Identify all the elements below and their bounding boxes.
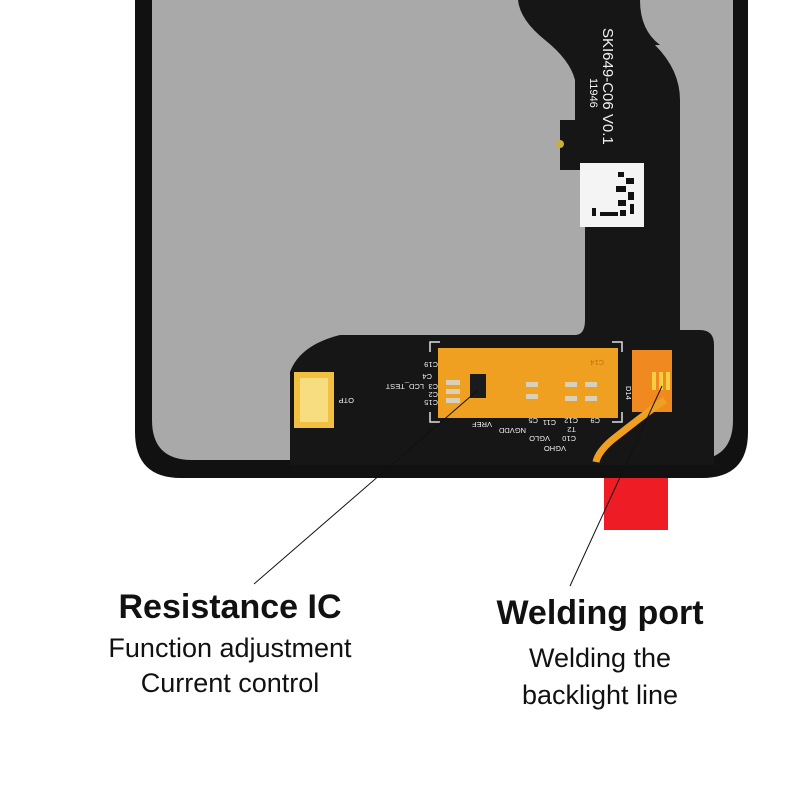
silk-ngvdd: NGVDD (498, 426, 526, 435)
welding-port-title: Welding port (496, 594, 704, 632)
silk-vglo: VGLO (529, 434, 550, 443)
barcode-label (580, 163, 644, 227)
silk-c19: C19 (424, 360, 438, 369)
backlight-flex-line (592, 397, 667, 463)
welding-port-pins (652, 372, 670, 390)
resistance-ic-line-2: Current control (140, 668, 320, 698)
silk-c3: C3 (428, 382, 438, 391)
flex-part-number: SKI649-C06 V0.1 (599, 28, 616, 145)
silk-lcd-test: LCD_TEST (385, 382, 424, 391)
silk-c10: C10 (562, 434, 576, 443)
silk-c11: C11 (543, 418, 556, 427)
silk-c15: C15 (424, 398, 438, 407)
silk-c9: C9 (590, 416, 600, 425)
welding-port-line-1: Welding the (528, 643, 672, 673)
silk-c2: C2 (428, 390, 438, 399)
silk-d14: D14 (624, 386, 633, 400)
resistance-ic-line-1: Function adjustment (108, 633, 352, 663)
resistance-ic-chip (470, 374, 486, 398)
component-silkscreen: C19 C4 C3 LCD_TEST C2 C15 OTP VREF NGVDD… (339, 358, 633, 453)
resistance-ic-callout: Resistance IC Function adjustment Curren… (60, 588, 400, 699)
flex-date-code: 11946 (587, 78, 599, 108)
silk-t2: T2 (567, 425, 576, 434)
component-area-bracket (429, 341, 623, 423)
silk-otp: OTP (339, 396, 354, 405)
welding-port-line-2: backlight line (521, 680, 679, 710)
silk-c5: C5 (528, 416, 538, 425)
resistance-ic-leader-line (253, 389, 479, 585)
mount-dot (556, 140, 564, 148)
silk-c4: C4 (422, 372, 432, 381)
silk-c14: C14 (590, 358, 604, 367)
silk-c12: C12 (564, 416, 578, 425)
welding-port-callout: Welding port Welding the backlight line (440, 594, 760, 711)
resistance-ic-title: Resistance IC (118, 588, 342, 626)
silk-vgho: VGHO (544, 444, 566, 453)
smd-components (446, 380, 597, 403)
silk-vref: VREF (472, 420, 492, 429)
otp-pad-inner (300, 378, 328, 422)
datamatrix-code (592, 172, 634, 216)
red-pull-tab (604, 478, 668, 530)
welding-port-leader-line (569, 385, 663, 587)
